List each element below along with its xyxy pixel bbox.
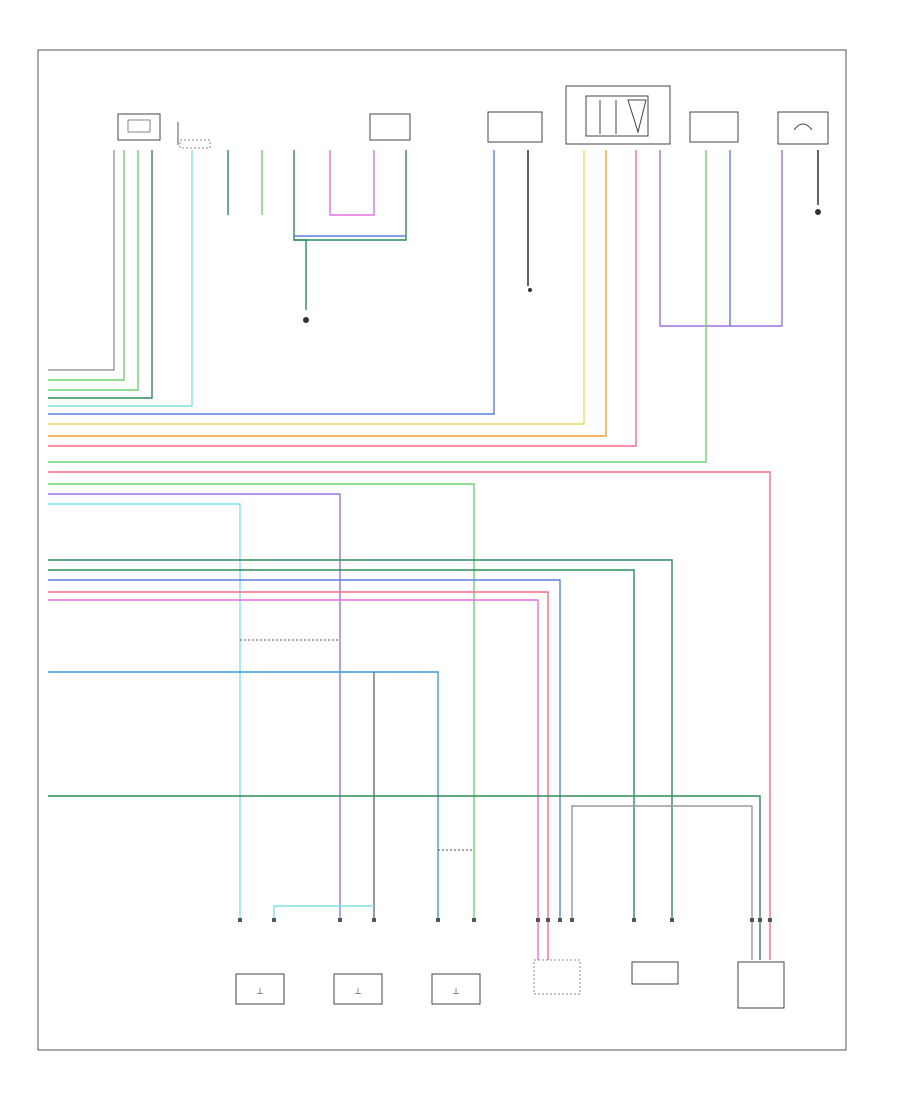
bottom-component-3: ⊥ [431,973,481,1005]
bottom-component-4 [533,959,581,995]
wire-bus2-c [48,579,561,920]
ground-symbol-right [815,209,821,215]
top-component-5 [565,85,671,145]
wire-bus-pink [48,471,771,960]
wire-bus-violet [48,493,341,920]
wire-c3-b [294,150,407,241]
wire-bus3-cyan [273,905,374,920]
wire-c2-a [48,150,193,407]
ground-symbol-left [303,317,309,323]
svg-text:⊥: ⊥ [452,987,460,997]
wire-bus4-grey [571,805,753,960]
wire-c6-a [48,150,707,463]
connector-pin [570,918,574,922]
bottom-component-2: ⊥ [333,973,383,1005]
diagram-frame [37,49,847,1051]
connector-pin [338,918,342,922]
bottom-component-1: ⊥ [235,973,285,1005]
wire-bus-green [48,483,475,920]
connector-pin [238,918,242,922]
svg-text:⊥: ⊥ [354,987,362,997]
connector-pin [546,918,550,922]
wire-bus-cyan [48,503,241,920]
connector-pin [632,918,636,922]
wire-c1-a [48,150,115,371]
wire-c5-a [48,150,585,425]
wire-bus4-green [48,795,761,960]
top-component-1 [117,113,161,141]
connector-pins [238,918,772,922]
connector-pin [670,918,674,922]
wire-bus2-d [48,591,549,960]
top-component-6 [689,111,739,143]
wire-c3-a [293,150,307,310]
top-component-4 [487,111,543,143]
bottom-component-5 [631,961,679,985]
top-component-7 [777,111,829,145]
wire-c1-d [48,150,153,399]
connector-pin [372,918,376,922]
wire-c3-d [329,150,375,216]
wire-c5-d [659,150,783,327]
ground-symbol-center [528,288,532,292]
connector-pin [536,918,540,922]
middle-wire-group [48,471,771,960]
top-component-3 [369,113,411,141]
wire-bus2-b [48,569,635,920]
upper-wire-group [48,150,819,463]
wire-bus2-e [48,599,539,960]
svg-text:⊥: ⊥ [256,987,264,997]
wire-c4-a [48,150,495,415]
wire-c5-b [48,150,607,437]
connector-pin [750,918,754,922]
connector-pin [768,918,772,922]
connector-pin [758,918,762,922]
top-component-2 [177,122,211,149]
connector-pin [558,918,562,922]
wire-c5-c [48,150,637,447]
connector-pin [272,918,276,922]
wire-c1-b [48,150,125,381]
wire-bus3-blue [48,671,439,920]
connector-pin [436,918,440,922]
wire-bus2-a [48,559,673,920]
wire-c1-c [48,150,139,391]
bottom-component-6 [737,961,785,1009]
connector-pin [472,918,476,922]
